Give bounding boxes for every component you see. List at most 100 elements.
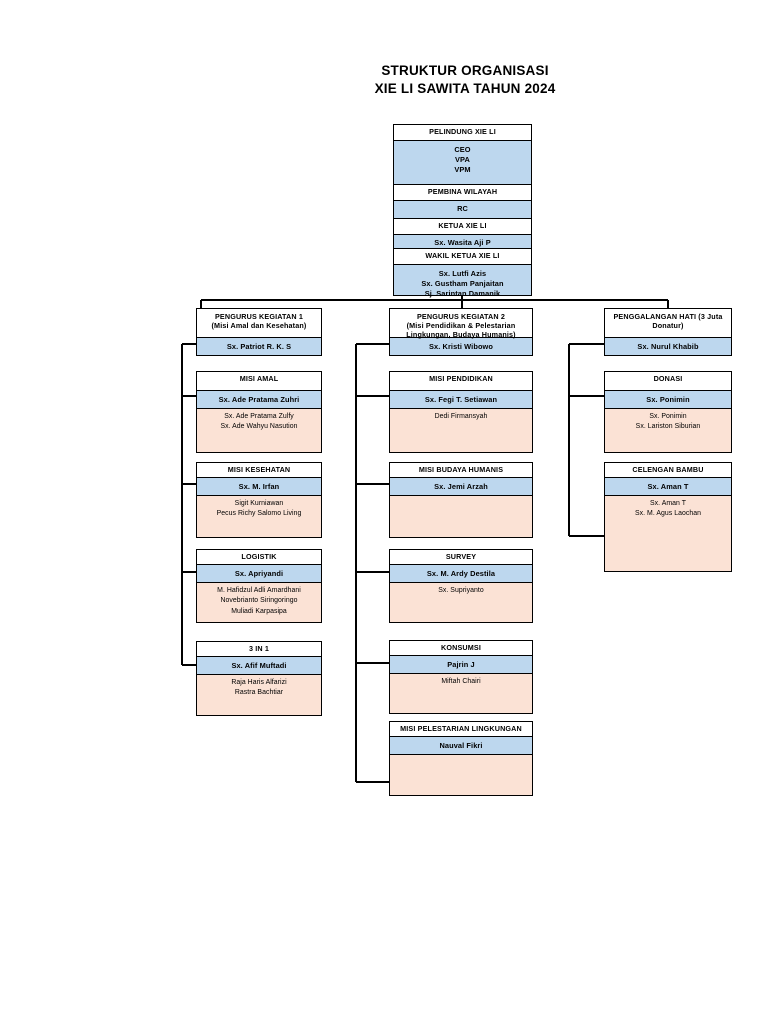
node-leaders: Sx. Afif Muftadi <box>197 656 321 674</box>
member-name: M. Hafidzul Adli Amardhani <box>217 586 301 594</box>
member-name: Sigit Kurniawan <box>234 499 284 507</box>
leader-name: Nauval Fikri <box>439 740 483 750</box>
member-name: Sx. Ponimin <box>649 412 687 420</box>
leader-name: VPM <box>454 164 471 174</box>
node-donasi[interactable]: DONASI Sx. Ponimin Sx. Ponimin Sx. Laris… <box>604 371 732 453</box>
leader-name: Sx. Patriot R. K. S <box>226 341 292 351</box>
member-name: Sx. M. Agus Laochan <box>634 510 702 518</box>
leader-name: CEO <box>454 144 471 154</box>
node-leaders: Sx. M. Irfan <box>197 477 321 495</box>
member-name: Sx. Supriyanto <box>438 586 484 594</box>
node-wakil-ketua-xie-li[interactable]: WAKIL KETUA XIE LI Sx. Lutfi Azis Sx. Gu… <box>393 248 532 298</box>
leader-name: Sx. Aman T <box>647 481 689 491</box>
leader-name: RC <box>457 204 468 214</box>
node-header: PENGURUS KEGIATAN 2 (Misi Pendidikan & P… <box>390 309 532 338</box>
node-header: PENGGALANGAN HATI (3 Juta Donatur) <box>605 309 731 337</box>
node-konsumsi[interactable]: KONSUMSI Pajrin J Miftah Chairi <box>389 640 533 714</box>
node-header: PEMBINA WILAYAH <box>394 185 531 200</box>
leader-name: Sx. M. Irfan <box>238 481 280 491</box>
leader-name: Sx. M. Ardy Destila <box>426 568 496 578</box>
node-header: MISI PENDIDIKAN <box>390 372 532 390</box>
leader-name: Sx. Apriyandi <box>234 568 284 578</box>
node-header: DONASI <box>605 372 731 390</box>
node-logistik[interactable]: LOGISTIK Sx. Apriyandi M. Hafidzul Adli … <box>196 549 322 623</box>
node-survey[interactable]: SURVEY Sx. M. Ardy Destila Sx. Supriyant… <box>389 549 533 623</box>
node-celengan-bambu[interactable]: CELENGAN BAMBU Sx. Aman T Sx. Aman T Sx.… <box>604 462 732 572</box>
leader-name: Sx. Nurul Khabib <box>637 341 699 351</box>
node-members: Sx. Ponimin Sx. Lariston Siburian <box>605 407 731 452</box>
title-line-1: STRUKTUR ORGANISASI <box>381 63 549 78</box>
member-name: Muliadi Karpasipa <box>231 607 287 615</box>
leader-name: Sx. Fegi T. Setiawan <box>424 394 498 404</box>
node-leaders: Sx. Jemi Arzah <box>390 477 532 495</box>
member-name: Miftah Chairi <box>441 677 481 685</box>
node-header: MISI PELESTARIAN LINGKUNGAN <box>390 722 532 736</box>
title-line-2: XIE LI SAWITA TAHUN 2024 <box>374 80 556 96</box>
node-members: Sx. Supriyanto <box>390 581 532 622</box>
member-name: Raja Haris Alfarizi <box>231 678 287 686</box>
node-misi-pendidikan[interactable]: MISI PENDIDIKAN Sx. Fegi T. Setiawan Ded… <box>389 371 533 453</box>
node-header: CELENGAN BAMBU <box>605 463 731 477</box>
node-pengurus-kegiatan-1[interactable]: PENGURUS KEGIATAN 1 (Misi Amal dan Keseh… <box>196 308 322 356</box>
member-name: Sx. Lariston Siburian <box>635 423 701 431</box>
node-members: Dedi Firmansyah <box>390 407 532 452</box>
node-leaders: Sx. Ade Pratama Zuhri <box>197 390 321 408</box>
node-leaders: Sx. Lutfi Azis Sx. Gustham Panjaitan Sj.… <box>394 263 531 298</box>
leader-name: Sx. Gustham Panjaitan <box>421 278 504 288</box>
leader-name: Sx. Afif Muftadi <box>231 660 287 670</box>
node-header-line: (Misi Pendidikan & Pelestarian <box>406 320 516 330</box>
node-header: 3 IN 1 <box>197 642 321 656</box>
leader-name: Sx. Kristi Wibowo <box>428 341 494 351</box>
member-name: Novebrianto Siringoringo <box>220 597 298 605</box>
member-name: Rastra Bachtiar <box>234 689 284 697</box>
node-members: M. Hafidzul Adli Amardhani Novebrianto S… <box>197 581 321 622</box>
node-members: Sx. Ade Pratama Zulfy Sx. Ade Wahyu Nasu… <box>197 407 321 452</box>
member-name: Dedi Firmansyah <box>434 412 488 420</box>
node-leaders: RC <box>394 199 531 218</box>
member-name: Sx. Ade Wahyu Nasution <box>220 423 298 431</box>
leader-name: Pajrin J <box>447 659 475 669</box>
node-pembina-wilayah[interactable]: PEMBINA WILAYAH RC <box>393 184 532 219</box>
node-header-line: Donatur) <box>652 320 684 330</box>
node-leaders: Sx. Fegi T. Setiawan <box>390 390 532 408</box>
node-leaders: Sx. Aman T <box>605 477 731 495</box>
node-header: KONSUMSI <box>390 641 532 655</box>
leader-name: Sx. Jemi Arzah <box>434 481 488 491</box>
node-members: Miftah Chairi <box>390 672 532 713</box>
node-pengurus-kegiatan-2[interactable]: PENGURUS KEGIATAN 2 (Misi Pendidikan & P… <box>389 308 533 356</box>
leader-name: VPA <box>455 154 470 164</box>
node-pelindung-xie-li[interactable]: PELINDUNG XIE LI CEO VPA VPM <box>393 124 532 185</box>
member-name: Sx. Ade Pratama Zulfy <box>224 412 294 420</box>
node-penggalangan-hati[interactable]: PENGGALANGAN HATI (3 Juta Donatur) Sx. N… <box>604 308 732 356</box>
node-header: SURVEY <box>390 550 532 564</box>
node-leaders: Sx. Patriot R. K. S <box>197 337 321 355</box>
node-leaders: CEO VPA VPM <box>394 139 531 184</box>
leader-name: Sx. Wasita Aji P <box>434 238 491 248</box>
node-misi-budaya-humanis[interactable]: MISI BUDAYA HUMANIS Sx. Jemi Arzah <box>389 462 533 538</box>
node-members: Sx. Aman T Sx. M. Agus Laochan <box>605 494 731 571</box>
node-members <box>390 753 532 795</box>
node-leaders: Sx. Nurul Khabib <box>605 337 731 355</box>
node-misi-pelestarian-lingkungan[interactable]: MISI PELESTARIAN LINGKUNGAN Nauval Fikri <box>389 721 533 796</box>
node-header: MISI KESEHATAN <box>197 463 321 477</box>
leader-name: Sx. Ade Pratama Zuhri <box>218 394 300 404</box>
leader-name: Sx. Ponimin <box>646 394 690 404</box>
page-title: STRUKTUR ORGANISASI XIE LI SAWITA TAHUN … <box>250 62 680 98</box>
node-members: Sigit Kurniawan Pecus Richy Salomo Livin… <box>197 494 321 537</box>
node-members: Raja Haris Alfarizi Rastra Bachtiar <box>197 673 321 715</box>
leader-name: Sj. Sarintan Damanik <box>424 288 501 298</box>
node-header: LOGISTIK <box>197 550 321 564</box>
node-members <box>390 494 532 537</box>
node-misi-kesehatan[interactable]: MISI KESEHATAN Sx. M. Irfan Sigit Kurnia… <box>196 462 322 538</box>
node-header: MISI BUDAYA HUMANIS <box>390 463 532 477</box>
node-misi-amal[interactable]: MISI AMAL Sx. Ade Pratama Zuhri Sx. Ade … <box>196 371 322 453</box>
node-leaders: Sx. Ponimin <box>605 390 731 408</box>
node-leaders: Pajrin J <box>390 655 532 673</box>
node-header: PENGURUS KEGIATAN 1 (Misi Amal dan Keseh… <box>197 309 321 337</box>
node-header-line: (Misi Amal dan Kesehatan) <box>211 320 307 330</box>
node-header: KETUA XIE LI <box>394 219 531 234</box>
node-header-line: PENGURUS KEGIATAN 1 <box>214 312 304 321</box>
node-leaders: Sx. M. Ardy Destila <box>390 564 532 582</box>
node-3-in-1[interactable]: 3 IN 1 Sx. Afif Muftadi Raja Haris Alfar… <box>196 641 322 716</box>
